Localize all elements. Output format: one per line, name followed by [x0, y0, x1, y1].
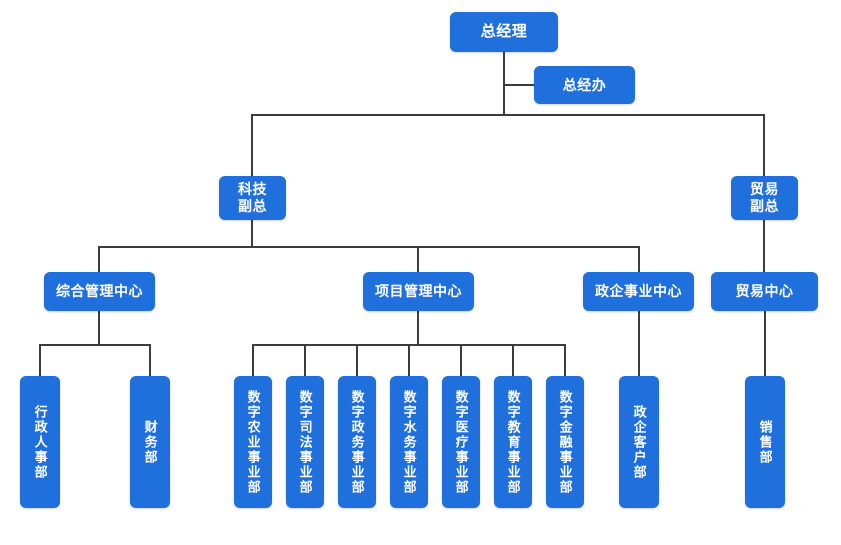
org-node-label: 政企客户部	[631, 404, 647, 480]
org-node-label: 数字司法事业部	[297, 389, 313, 495]
org-node-center_trade[interactable]: 贸易中心	[711, 272, 818, 311]
org-node-label: 项目管理中心	[375, 283, 462, 300]
connector-vp_tech-to-center_gov	[417, 246, 640, 273]
org-node-label: 总经办	[562, 76, 607, 93]
org-node-label: 数字金融事业部	[557, 389, 573, 495]
org-node-ceo_office[interactable]: 总经办	[534, 66, 635, 104]
connector-vp_tech-to-center_admin	[98, 219, 253, 273]
connector-center_admin-to-dept_hr	[39, 310, 100, 377]
org-node-label: 数字水务事业部	[401, 389, 417, 495]
org-node-bu_finance[interactable]: 数字金融事业部	[546, 376, 584, 508]
connector-ceo-to-vp_tech	[251, 51, 505, 177]
org-node-label: 行政人事部	[32, 404, 48, 480]
org-node-bu_water[interactable]: 数字水务事业部	[390, 376, 428, 508]
org-node-vp_trade[interactable]: 贸易 副总	[731, 176, 798, 220]
org-node-label: 政企事业中心	[595, 283, 682, 300]
org-node-label: 销售部	[757, 419, 773, 465]
org-node-center_project[interactable]: 项目管理中心	[363, 272, 474, 311]
org-node-vp_tech[interactable]: 科技 副总	[219, 176, 286, 220]
connector-ceo-to-ceo_office	[503, 51, 535, 86]
org-node-label: 财务部	[142, 419, 158, 465]
org-node-bu_medical[interactable]: 数字医疗事业部	[442, 376, 480, 508]
org-node-dept_hr[interactable]: 行政人事部	[20, 376, 60, 508]
org-node-label: 数字政务事业部	[349, 389, 365, 495]
org-node-label: 数字教育事业部	[505, 389, 521, 495]
org-node-label: 贸易中心	[735, 283, 794, 300]
org-node-label: 数字医疗事业部	[453, 389, 469, 495]
connector-vp_tech-to-center_project	[251, 246, 419, 273]
org-node-center_gov[interactable]: 政企事业中心	[583, 272, 694, 311]
org-node-center_admin[interactable]: 综合管理中心	[44, 272, 155, 311]
org-node-label: 科技 副总	[238, 181, 267, 214]
org-node-label: 数字农业事业部	[245, 389, 261, 495]
org-node-dept_govclient[interactable]: 政企客户部	[619, 376, 659, 508]
org-node-bu_agri[interactable]: 数字农业事业部	[234, 376, 272, 508]
connector-center_admin-to-dept_finance	[98, 344, 151, 377]
org-node-label: 总经理	[480, 23, 528, 41]
connector-center_project-to-bu_finance	[417, 344, 566, 377]
connector-center_project-to-bu_agri	[252, 310, 419, 377]
org-node-label: 贸易 副总	[750, 181, 779, 214]
org-node-dept_sales[interactable]: 销售部	[745, 376, 785, 508]
connector-ceo-to-vp_trade	[503, 114, 765, 177]
org-node-bu_govaffairs[interactable]: 数字政务事业部	[338, 376, 376, 508]
org-node-label: 综合管理中心	[56, 283, 143, 300]
org-node-bu_education[interactable]: 数字教育事业部	[494, 376, 532, 508]
org-node-dept_finance[interactable]: 财务部	[130, 376, 170, 508]
org-node-ceo[interactable]: 总经理	[450, 12, 558, 52]
org-node-bu_justice[interactable]: 数字司法事业部	[286, 376, 324, 508]
